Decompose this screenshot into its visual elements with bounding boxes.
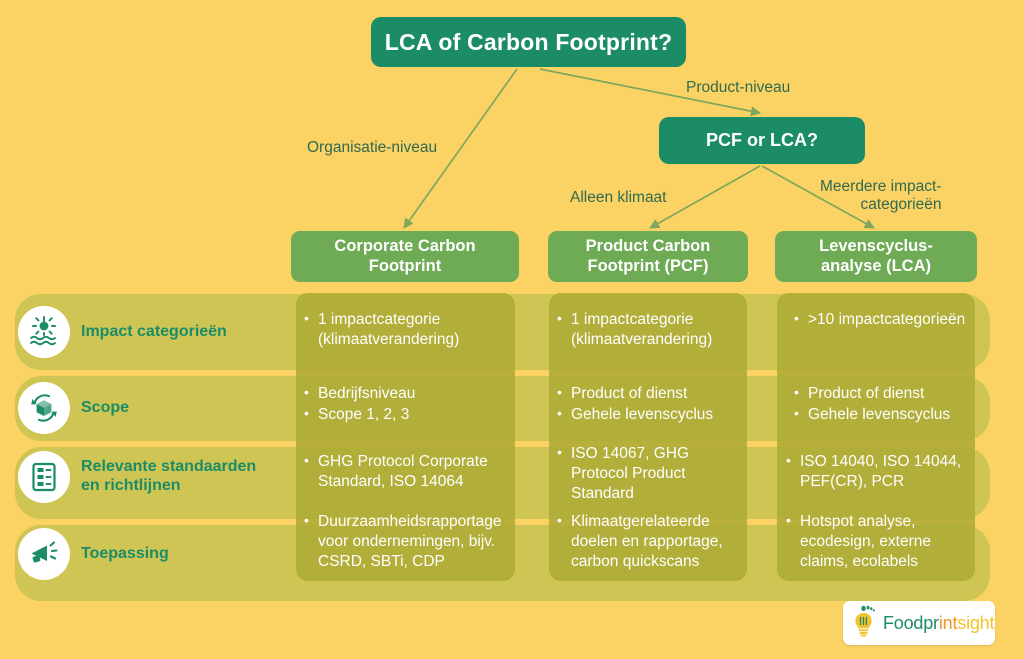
megaphone-icon	[18, 528, 70, 580]
checklist-clipboard-icon	[18, 451, 70, 503]
edge-label-product-niveau: Product-niveau	[686, 79, 791, 96]
edge-line-alleen-klimaat	[649, 165, 761, 229]
cell: BedrijfsniveauScope 1, 2, 3	[304, 383, 509, 426]
column-header-corporate-carbon-footprint[interactable]: Corporate Carbon Footprint	[291, 231, 519, 282]
cell: >10 impactcategorieën	[794, 309, 966, 331]
node-root[interactable]: LCA of Carbon Footprint?	[371, 17, 686, 67]
edge-label-organisatie-niveau: Organisatie-niveau	[307, 139, 438, 156]
column-header-levenscyclusanalyse[interactable]: Levenscyclus- analyse (LCA)	[775, 231, 977, 282]
row-label-impact-categorieen: Impact categorieën	[18, 306, 227, 358]
edge-line-product	[539, 68, 762, 117]
cell: Product of dienstGehele levenscyclus	[794, 383, 974, 426]
cell: 1 impactcategorie (klimaatverandering)	[304, 309, 509, 351]
cell: Hotspot analyse, ecodesign, externe clai…	[786, 511, 974, 572]
cell: 1 impactcategorie (klimaatverandering)	[557, 309, 743, 351]
brand-logo[interactable]: Foodprintsight	[843, 601, 995, 645]
edge-line-meerdere-impact	[761, 165, 875, 229]
node-decision-pcf-or-lca[interactable]: PCF or LCA?	[659, 117, 865, 164]
cell: Product of dienstGehele levenscyclus	[557, 383, 743, 426]
logo-word-part2: int	[938, 612, 958, 633]
column-header-product-carbon-footprint[interactable]: Product Carbon Footprint (PCF)	[548, 231, 748, 282]
comparison-matrix: Impact categorieën S	[0, 288, 1024, 601]
cell: ISO 14040, ISO 14044, PEF(CR), PCR	[786, 451, 974, 493]
lightbulb-footprint-icon	[851, 605, 879, 642]
row-label-text: Relevante standaarden en richtlijnen	[81, 458, 257, 494]
row-label-relevante-standaarden: Relevante standaarden en richtlijnen	[18, 451, 256, 503]
cell: Duurzaamheidsrapportage voor onderneming…	[304, 511, 514, 572]
cell: GHG Protocol Corporate Standard, ISO 140…	[304, 451, 516, 493]
edge-label-alleen-klimaat: Alleen klimaat	[570, 189, 667, 206]
row-label-text: Scope	[81, 398, 130, 416]
box-recycle-icon	[18, 382, 70, 434]
row-label-scope: Scope	[18, 382, 129, 434]
sun-over-water-icon	[18, 306, 70, 358]
cell: Klimaatgerelateerde doelen en rapportage…	[557, 511, 747, 572]
row-label-text: Impact categorieën	[81, 322, 227, 340]
edge-label-meerdere-impact-categorieen: Meerdere impact- categorieën	[820, 178, 942, 214]
cell: ISO 14067, GHG Protocol Product Standard	[557, 443, 732, 504]
row-label-toepassing: Toepassing	[18, 528, 169, 580]
logo-word-part1: Foodpr	[883, 612, 939, 633]
edge-line-organisatie	[403, 68, 518, 229]
logo-wordmark: Foodprintsight	[883, 613, 994, 634]
logo-word-part3: sight	[957, 612, 995, 633]
row-label-text: Toepassing	[81, 544, 169, 562]
